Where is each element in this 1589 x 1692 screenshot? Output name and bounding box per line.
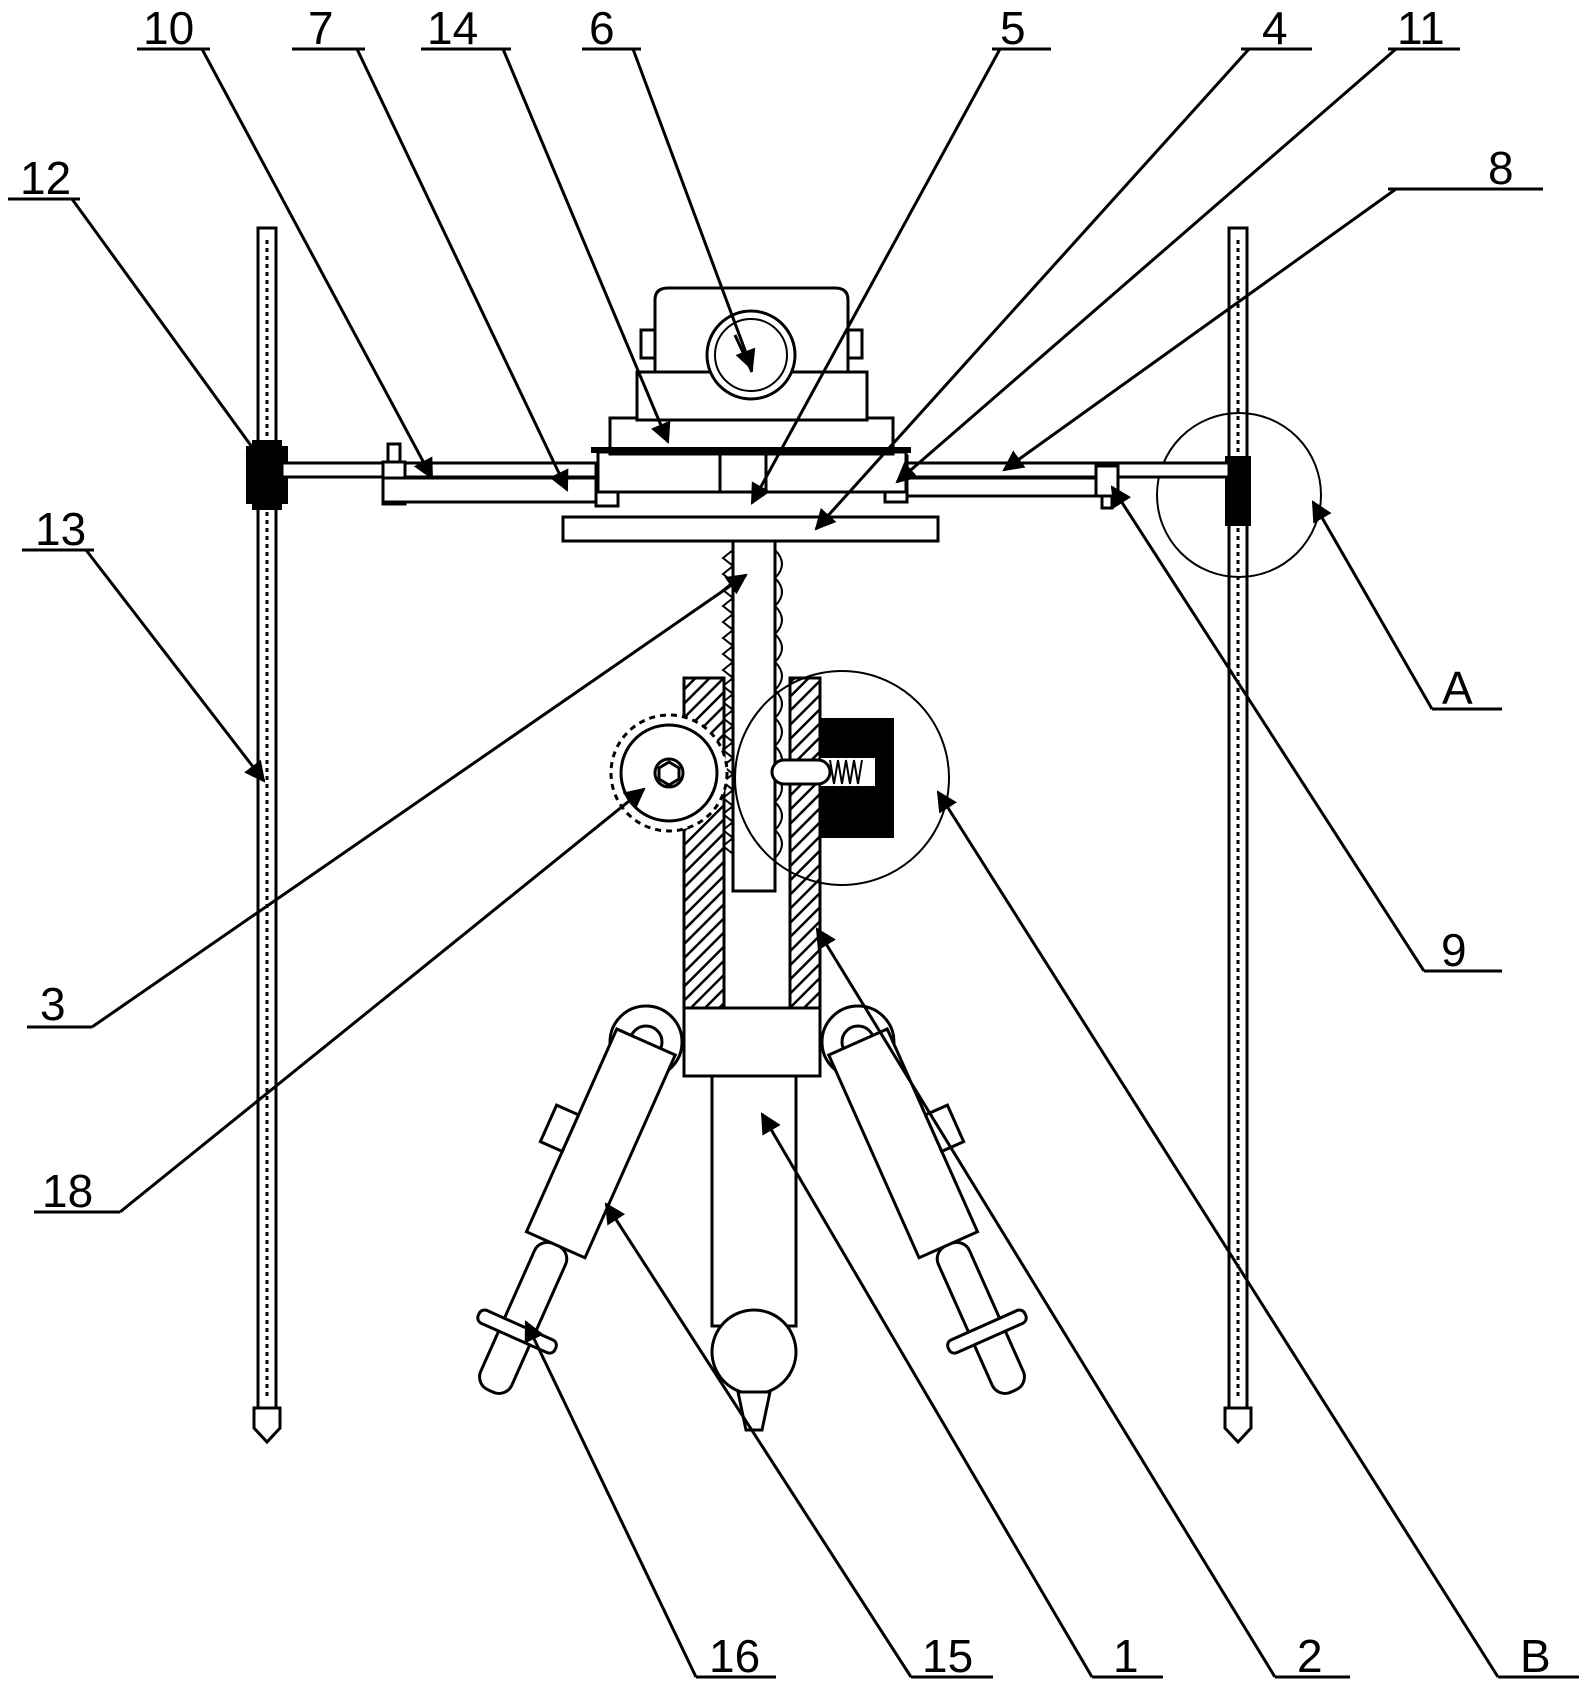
leader-lines <box>8 47 1579 1679</box>
tripod-head <box>682 1006 822 1078</box>
label-a: A <box>1442 662 1473 714</box>
label-13: 13 <box>35 503 86 555</box>
left-clamp <box>252 440 282 510</box>
drive-gear <box>609 713 729 833</box>
label-6: 6 <box>589 2 615 54</box>
right-sleeve <box>788 676 822 1010</box>
label-11: 11 <box>1397 2 1445 54</box>
detail-circle-b <box>734 670 950 886</box>
right-measuring-rod <box>1156 226 1322 1445</box>
part-labels: 10 7 14 6 5 4 11 8 12 13 3 18 A 9 16 15 … <box>20 2 1551 1682</box>
label-1: 1 <box>1113 1630 1139 1682</box>
label-2: 2 <box>1297 1630 1323 1682</box>
label-4: 4 <box>1262 2 1288 54</box>
center-leg <box>710 1074 798 1328</box>
left-measuring-rod <box>246 226 288 1445</box>
label-b: B <box>1520 1630 1551 1682</box>
detail-circle-a <box>1156 412 1322 578</box>
label-5: 5 <box>1000 2 1026 54</box>
label-7: 7 <box>308 2 334 54</box>
dial-icon <box>705 309 797 401</box>
label-9: 9 <box>1441 924 1467 976</box>
central-column <box>682 539 950 1010</box>
label-16: 16 <box>709 1630 760 1682</box>
label-3: 3 <box>40 978 66 1030</box>
label-15: 15 <box>922 1630 973 1682</box>
tripod <box>476 1004 1028 1432</box>
label-18: 18 <box>42 1165 93 1217</box>
label-8: 8 <box>1488 142 1514 194</box>
base-plate <box>561 515 940 543</box>
label-10: 10 <box>143 2 194 54</box>
label-14: 14 <box>427 2 478 54</box>
label-12: 12 <box>20 152 71 204</box>
